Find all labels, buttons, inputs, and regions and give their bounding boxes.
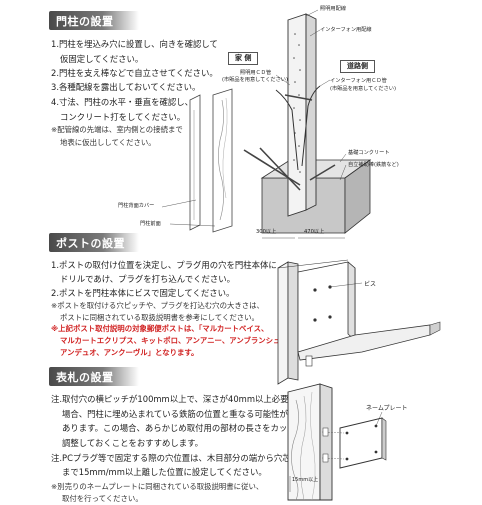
note-text: ※別売りのネームプレートに同梱されている取扱説明書に従い、 [51, 482, 264, 491]
step-text: まで15mm/mm以上離した位置に設定してください。 [62, 467, 267, 477]
step-text: あります。この場合、あらかじめ取付用の部材の長さをカット [62, 423, 296, 433]
label-intercom-wire: インターフォン用配線 [320, 27, 372, 33]
step-text: 3.各種配線を露出しておいてください。 [51, 82, 201, 92]
note-text: ※配管線の先端は、室内側との接続まで [51, 125, 183, 134]
warning-text: ※上記ポスト取付説明の対象郵便ポストは、「マルカートベイス、 [51, 324, 269, 333]
label-intercom-cd: インターフォン用ＣＤ管 [330, 78, 387, 84]
step-text: 4.寸法、門柱の水平・垂直を確認し、 [51, 97, 193, 107]
step-text: 仮固定してください。 [60, 54, 144, 64]
note-text: 取付を行ってください。 [62, 494, 143, 503]
section-title: 表札の設置 [56, 371, 114, 384]
label-intercom-cd-note: (市販品を用意してください) [330, 86, 396, 92]
step-text: ドリルであけ、プラグを打ち込んでください。 [60, 274, 235, 284]
section-header-post: ポストの設置 [49, 233, 139, 252]
label-lighting-wire: 照明用配線 [320, 6, 346, 12]
section-header-gate: 門柱の設置 [49, 11, 139, 30]
label-dim-depth: 300以上 [256, 229, 277, 235]
step-text: コンクリート打をしてください。 [60, 112, 186, 122]
note-text: ※ポストを取付ける穴ピッチや、プラグを打込む穴の大きさは、 [51, 301, 264, 310]
label-light-cd: 照明用ＣＤ管 [240, 70, 272, 76]
label-support: 自立補助棒(鉄筋など) [348, 162, 399, 168]
warning-text: マルカートエクリプス、キットポロ、アンアニー、アンブランシュ、 [60, 336, 288, 345]
step-text: 1.門柱を埋込み穴に設置し、向きを確認して [51, 39, 218, 49]
step-text: 1.ポストの取付け位置を決定し、プラグ用の穴を門柱本体に [51, 260, 277, 270]
note-text: 地表に仮出ししてください。 [60, 138, 156, 147]
label-dim-width: 470以上 [304, 229, 325, 235]
label-screw: ビス [364, 281, 377, 288]
section-title: ポストの設置 [56, 237, 125, 250]
house-side-label: 家 側 [228, 52, 259, 65]
label-nameplate: ネームプレート [366, 405, 408, 412]
section-header-nameplate: 表札の設置 [49, 367, 139, 386]
step-text: 調整しておくことをおすすめします。 [62, 438, 204, 448]
step-text: 2.ポストを門柱本体にビスで固定してください。 [51, 288, 235, 298]
note-text: ポストに同梱されている取扱説明書を参考にしてください。 [60, 313, 259, 322]
step-text: 注.取付穴の横ピッチが100mm以上で、深さが40mm以上必要な [51, 394, 297, 404]
warning-text: アンデュオ、アンクーヴル」となります。 [60, 348, 199, 357]
label-foundation: 基礎コンクリート [348, 150, 390, 156]
road-side-label: 道路側 [340, 60, 375, 73]
step-text: 2.門柱を支え棒などで自立させてください。 [51, 68, 218, 78]
section-title: 門柱の設置 [56, 15, 114, 28]
label-light-cd-note: (市販品を用意してください) [222, 77, 288, 83]
step-text: 場合、門柱に埋め込まれている鉄筋の位置と重なる可能性が [62, 409, 288, 419]
label-back-cover: 門柱背面カバー [118, 203, 155, 209]
label-front: 門柱前面 [140, 221, 161, 227]
label-dim-15mm: 15mm以上 [292, 477, 319, 483]
step-text: 注.PCプラグ等で固定する際の穴位置は、木目部分の端から穴芯 [51, 453, 291, 463]
